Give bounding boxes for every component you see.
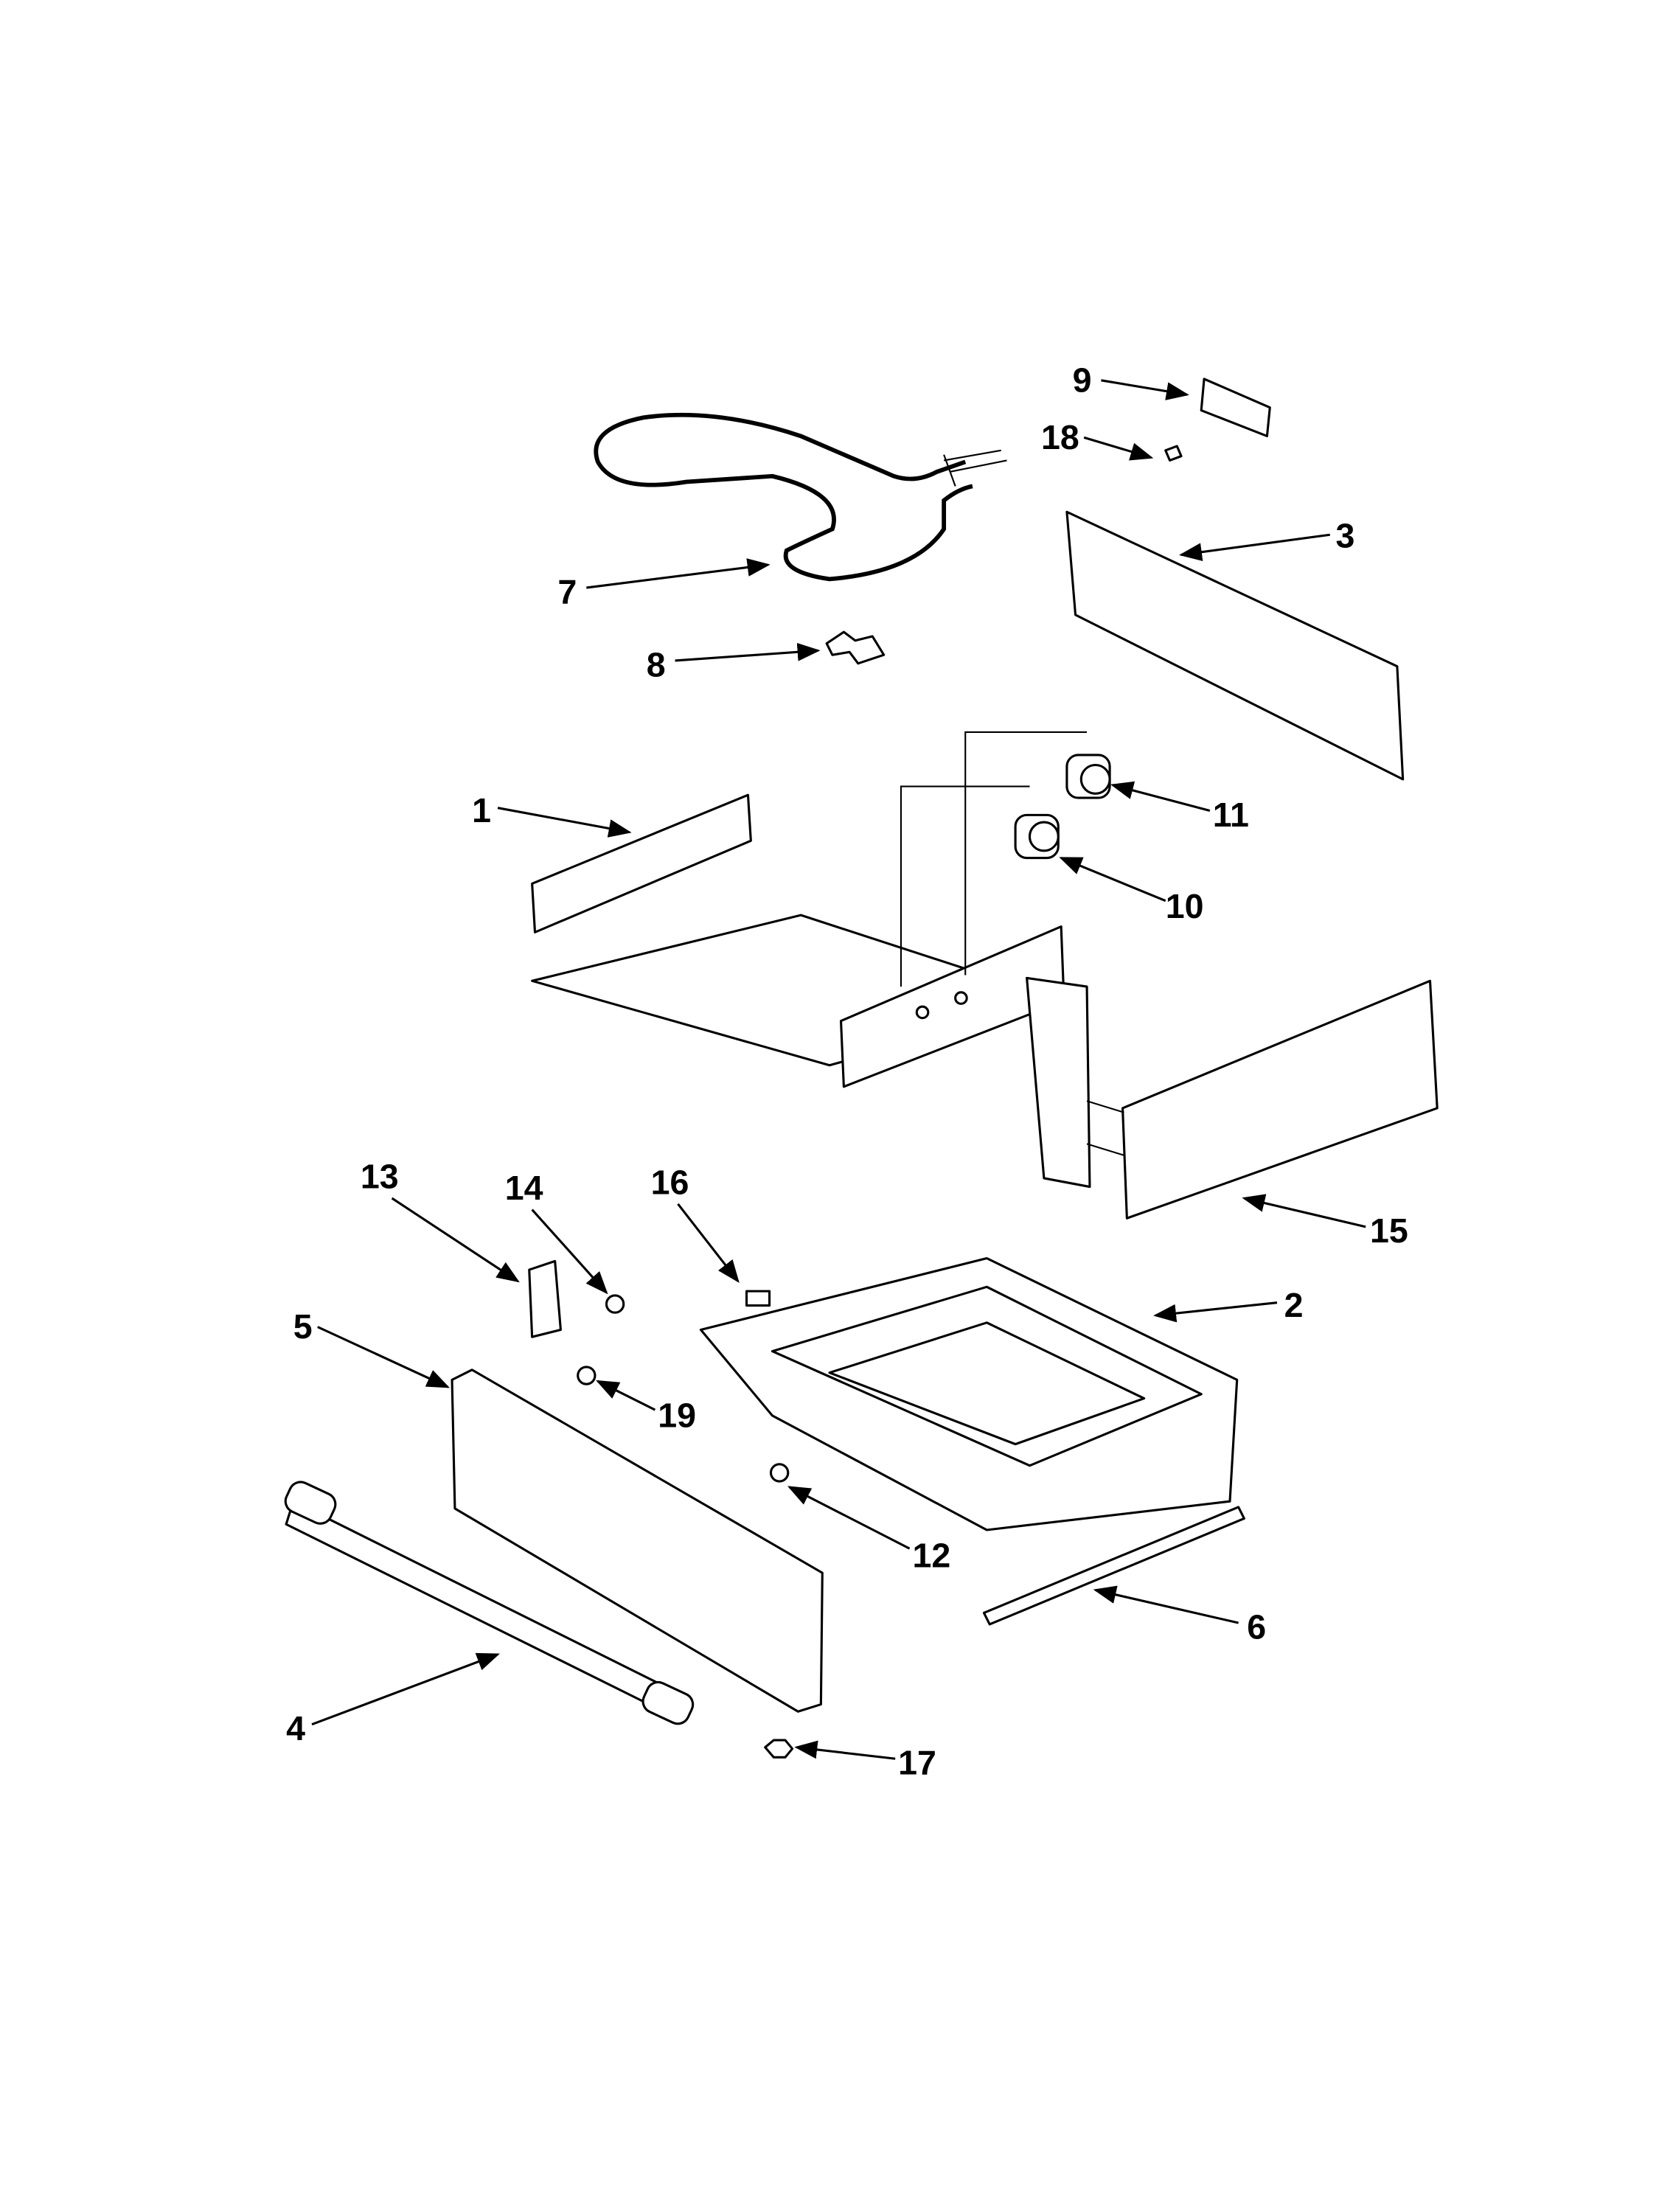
part-5-drawer-front [451,1368,824,1713]
callout-15: 15 [1370,1211,1408,1250]
part-18-screw [1164,445,1183,462]
callout-18: 18 [1041,418,1079,456]
part-13-bracket [528,1259,562,1338]
callout-2: 2 [1284,1286,1304,1324]
callout-7: 7 [558,572,577,611]
callout-11: 11 [1213,796,1249,834]
part-15-panel [1026,976,1439,1220]
callout-16: 16 [651,1163,689,1201]
part-4-handle [284,1481,695,1725]
callout-17: 17 [898,1744,936,1782]
callout-8: 8 [647,645,666,684]
part-8-clip [825,630,886,665]
part-11-thermostat [1065,754,1111,799]
part-3-rear-panel [1065,510,1405,781]
part-6-slide-rail [982,1506,1245,1626]
part-10-thermostat [1014,813,1060,860]
callout-5: 5 [293,1307,313,1346]
part-17-nut [764,1739,794,1759]
part-1-drawer-support [531,731,1088,1088]
callout-9: 9 [1073,361,1092,399]
callout-14: 14 [505,1169,543,1207]
leader-arrows [311,379,1366,1760]
part-7-bake-element [594,412,1007,582]
part-19-screw [577,1366,597,1385]
callout-3: 3 [1335,517,1354,555]
part-16-pad [745,1290,771,1307]
callout-1: 1 [472,791,491,830]
part-2-drawer-pan [699,1256,1239,1531]
callout-10: 10 [1166,887,1204,925]
part-9-bracket [1200,378,1271,438]
callout-13: 13 [361,1158,399,1196]
part-12-screw [769,1463,790,1483]
callout-12: 12 [912,1536,950,1574]
part-14-screw [605,1294,625,1314]
callout-6: 6 [1247,1607,1266,1646]
callout-19: 19 [658,1396,696,1434]
callout-4: 4 [286,1709,305,1747]
